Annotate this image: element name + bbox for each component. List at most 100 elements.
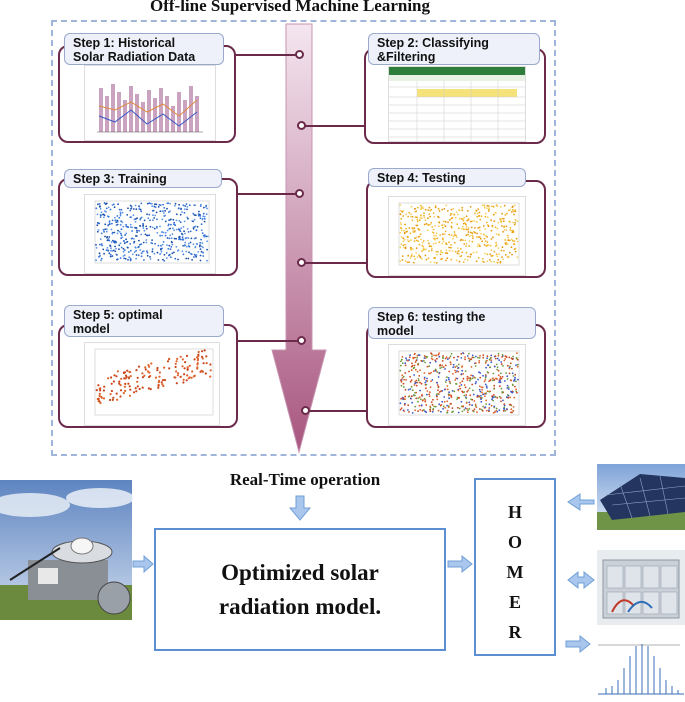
scatter-point (420, 208, 422, 211)
scatter-point (428, 391, 431, 394)
scatter-point (173, 223, 175, 226)
scatter-point (416, 224, 419, 227)
scatter-point (194, 225, 197, 228)
scatter-point (418, 229, 421, 231)
scatter-point (151, 250, 154, 253)
scatter-point (157, 206, 160, 208)
scatter-point (488, 409, 490, 411)
scatter-point (493, 365, 496, 368)
scatter-point (130, 207, 132, 210)
scatter-point (129, 204, 132, 207)
scatter-point (442, 238, 444, 241)
scatter-point (149, 219, 151, 222)
scatter-point (430, 245, 433, 248)
scatter-point (95, 207, 98, 210)
scatter-point (499, 379, 501, 382)
scatter-point (129, 243, 132, 245)
scatter-point (166, 244, 168, 246)
scatter-point (471, 240, 474, 243)
scatter-point (141, 376, 144, 379)
scatter-point (111, 232, 114, 235)
scatter-point (183, 208, 186, 210)
scatter-point (401, 374, 404, 377)
scatter-point (503, 403, 506, 405)
scatter-point (156, 231, 159, 234)
scatter-point (187, 257, 190, 260)
scatter-point (505, 225, 508, 228)
scatter-point (133, 238, 135, 240)
scatter-point (506, 408, 508, 410)
scatter-point (423, 355, 426, 357)
scatter-point (201, 232, 204, 234)
scatter-point (173, 229, 175, 231)
scatter-point (128, 385, 131, 388)
scatter-point (404, 388, 407, 391)
scatter-point (494, 245, 497, 248)
scatter-point (97, 203, 99, 206)
scatter-point (504, 238, 506, 241)
scatter-point (428, 206, 431, 209)
scatter-point (468, 359, 471, 362)
scatter-point (197, 214, 200, 217)
scatter-point (184, 361, 187, 364)
scatter-point (420, 394, 423, 397)
scatter-point (512, 221, 514, 224)
scatter-point (469, 235, 471, 237)
scatter-point (466, 377, 469, 380)
scatter-point (124, 234, 126, 236)
scatter-point (427, 223, 429, 226)
scatter-point (409, 388, 412, 390)
scatter-point (452, 237, 454, 240)
scatter-point (100, 211, 103, 214)
scatter-point (505, 241, 508, 244)
scatter-point (426, 356, 429, 358)
scatter-point (429, 386, 432, 388)
scatter-point (461, 206, 464, 209)
scatter-point (439, 253, 442, 256)
scatter-point (424, 219, 427, 221)
scatter-point (492, 411, 495, 414)
scatter-point (151, 226, 154, 229)
scatter-point (478, 395, 480, 398)
scatter-point (120, 208, 123, 211)
scatter-point (503, 407, 505, 410)
scatter-point (201, 357, 204, 360)
scatter-point (416, 356, 418, 359)
scatter-point (421, 206, 424, 208)
scatter-point (161, 210, 164, 212)
scatter-point (100, 257, 103, 260)
scatter-point (450, 394, 453, 397)
scatter-point (463, 243, 466, 245)
step-4-label: Step 4: Testing (368, 168, 526, 187)
scatter-point (209, 375, 212, 378)
scatter-point (431, 411, 434, 413)
scatter-point (446, 388, 449, 391)
scatter-point (430, 371, 432, 374)
scatter-point (174, 376, 177, 379)
scatter-point (507, 243, 509, 245)
scatter-point (511, 384, 514, 387)
scatter-point (127, 207, 129, 210)
scatter-point (186, 206, 189, 208)
scatter-point (124, 382, 127, 385)
scatter-point (502, 258, 504, 261)
scatter-point (479, 385, 481, 388)
offline-frame (51, 20, 556, 456)
scatter-point (462, 405, 465, 407)
scatter-point (151, 202, 153, 205)
scatter-point (134, 221, 137, 223)
scatter-point (407, 215, 410, 218)
scatter-point (136, 380, 139, 383)
scatter-point (408, 211, 411, 214)
scatter-point (516, 358, 519, 361)
scatter-point (450, 226, 453, 229)
scatter-point (400, 226, 402, 229)
scatter-point (460, 373, 463, 375)
scatter-point (99, 216, 102, 218)
scatter-point (122, 247, 125, 250)
scatter-point (132, 391, 136, 394)
scatter-point (491, 205, 493, 208)
scatter-point (401, 362, 404, 365)
scatter-point (408, 370, 410, 373)
scatter-point (500, 363, 503, 366)
